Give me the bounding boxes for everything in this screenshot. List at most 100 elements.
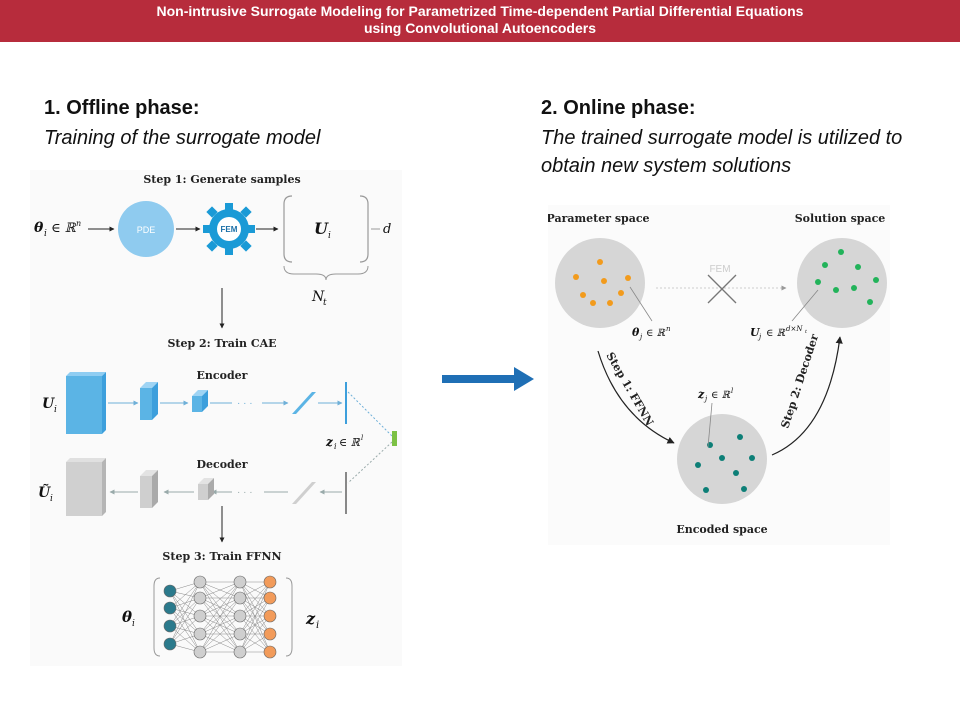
decoder-reshape (292, 482, 316, 504)
parameter-point (573, 274, 579, 280)
z-j-subscript: j (703, 395, 708, 403)
ffnn-connection (199, 597, 241, 653)
encoder-label: Encoder (197, 369, 248, 382)
theta-j-set: ∈ ℝ (646, 328, 666, 339)
solution-point (851, 285, 857, 291)
ffnn-hidden-neuron (193, 575, 207, 589)
ffnn-input-neuron (163, 601, 177, 615)
ffnn-hidden-neuron (233, 609, 247, 623)
solution-point (815, 279, 821, 285)
ffnn-hidden-neuron (233, 645, 247, 659)
ffnn-input-neuron (163, 637, 177, 651)
encoder-flatten (292, 392, 316, 414)
parameter-point (580, 292, 586, 298)
solution-point (873, 277, 879, 283)
parameter-point (601, 278, 607, 284)
ffnn-connection (199, 581, 241, 617)
parameter-point (590, 300, 596, 306)
pde-circle (118, 201, 174, 257)
encoder-dense (345, 382, 347, 424)
u-input-subscript: i (54, 405, 57, 415)
u-j-sup-subscript: t (805, 329, 808, 335)
online-subtitle-1: The trained surrogate model is utilized … (541, 127, 903, 149)
ffnn-hidden-neuron (193, 591, 207, 605)
z-subscript: i (334, 442, 337, 451)
ffnn-connection (199, 597, 241, 635)
step1-label: Step 1: Generate samples (143, 173, 300, 186)
matrix-bracket-right (359, 195, 369, 263)
ffnn-output-neuron (263, 591, 277, 605)
encoder-dots: · · · (237, 398, 253, 409)
latent-vector (392, 431, 397, 446)
ffnn-connection (169, 581, 201, 609)
solution-point (822, 262, 828, 268)
offline-heading-block: 1. Offline phase: Training of the surrog… (44, 97, 320, 152)
step2-curved-arrow (771, 336, 843, 456)
online-subtitle-2: obtain new system solutions (541, 155, 792, 177)
theta-input: θ i ∈ ℝ n (34, 219, 81, 239)
title-line-1: Non-intrusive Surrogate Modeling for Par… (156, 3, 804, 19)
parameter-space-circle (555, 238, 645, 328)
ffnn-connection (169, 581, 201, 627)
u-j-set: ∈ ℝ (766, 328, 786, 339)
ffnn-connection (169, 581, 201, 645)
encoded-space-label: Encoded space (676, 523, 767, 536)
z-j-set: ∈ ℝ (711, 390, 731, 401)
ffnn-connection (239, 581, 271, 653)
encoded-point (733, 470, 739, 476)
utilde-label: Ũ (38, 482, 51, 501)
encoder-layer-1 (140, 382, 158, 420)
u-matrix-subscript: i (328, 231, 331, 241)
solution-space-label: Solution space (795, 212, 886, 225)
z-ffnn-label: z (305, 609, 316, 628)
theta-set: ∈ ℝ (51, 221, 77, 236)
theta-j-subscript: j (638, 333, 643, 341)
offline-subtitle: Training of the surrogate model (44, 127, 321, 149)
matrix-bracket-left (283, 195, 293, 263)
ffnn-output-neuron (263, 575, 277, 589)
parameter-point (607, 300, 613, 306)
theta-symbol: θ (34, 220, 44, 236)
parameter-point (618, 290, 624, 296)
solution-point (833, 287, 839, 293)
offline-diagram: Step 1: Generate samples θ i ∈ ℝ n PDE F… (30, 170, 402, 666)
ffnn-hidden-neuron (193, 627, 207, 641)
decoder-dense (345, 472, 347, 514)
step2-label: Step 2: Train CAE (167, 337, 276, 350)
u-j-superscript: d×N (786, 325, 803, 333)
u-j-pointer (791, 289, 819, 322)
u-j-label: U (750, 326, 761, 339)
u-matrix-label: U (314, 219, 329, 238)
ffnn-connection (169, 615, 201, 645)
theta-ffnn-subscript: i (132, 619, 135, 629)
online-heading: 2. Online phase: (541, 97, 696, 119)
ffnn-input-neuron (163, 584, 177, 598)
phase-arrow (442, 367, 534, 391)
ffnn-hidden-neuron (193, 609, 207, 623)
u-input-label: U (42, 396, 55, 412)
nt-label: N (311, 289, 325, 305)
z-j-label: z (697, 388, 705, 401)
u-j-subscript: j (757, 333, 762, 341)
online-heading-block: 2. Online phase: The trained surrogate m… (541, 97, 902, 180)
ffnn-connection (199, 633, 241, 653)
title-banner: Non-intrusive Surrogate Modeling for Par… (0, 0, 960, 42)
decoder-layer-2 (198, 478, 214, 500)
ffnn-connection (169, 597, 201, 627)
ffnn-output-neuron (263, 609, 277, 623)
online-diagram: Parameter space Solution space FEM θ j ∈… (548, 205, 890, 545)
offline-heading: 1. Offline phase: (44, 97, 200, 119)
title-line-2: using Convolutional Autoencoders (363, 20, 597, 36)
input-volume (66, 372, 106, 434)
ffnn-connection (169, 590, 201, 653)
encoded-point (719, 455, 725, 461)
fem-label: FEM (221, 225, 238, 234)
ffnn-bracket-left (153, 577, 161, 657)
ffnn-input-neuron (163, 619, 177, 633)
decoder-dots: · · · (237, 487, 253, 498)
ffnn-hidden-neuron (193, 645, 207, 659)
z-j-superscript: l (731, 387, 733, 395)
encoded-point (695, 462, 701, 468)
encoded-point (749, 455, 755, 461)
d-label: d (383, 222, 391, 237)
